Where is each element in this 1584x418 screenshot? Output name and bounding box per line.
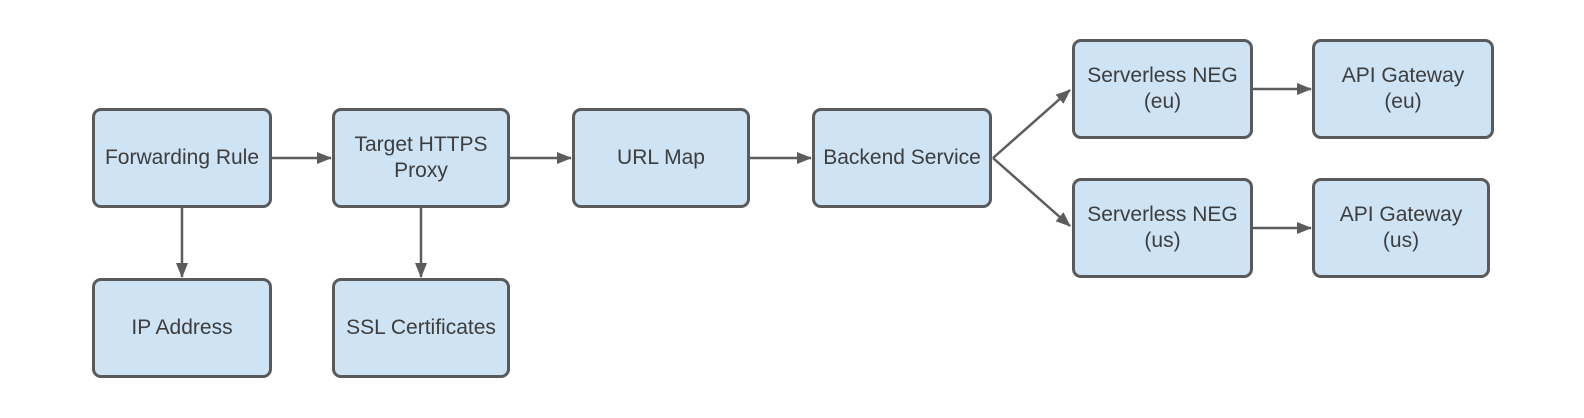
node-url-map-label: URL Map (617, 146, 705, 170)
node-target-https-proxy-label: Target HTTPS Proxy (354, 133, 488, 182)
edge-backend-service-to-serverless-neg-eu (992, 89, 1071, 159)
edge-backend-service-to-serverless-neg-us (992, 157, 1071, 227)
node-target-https-proxy: Target HTTPS Proxy (332, 108, 510, 208)
node-serverless-neg-us-label: Serverless NEG (us) (1087, 203, 1238, 252)
node-ip-address-label: IP Address (131, 316, 233, 340)
node-serverless-neg-us: Serverless NEG (us) (1072, 178, 1253, 278)
node-api-gateway-eu-label: API Gateway (eu) (1341, 64, 1465, 113)
node-serverless-neg-eu: Serverless NEG (eu) (1072, 39, 1253, 139)
node-api-gateway-us-label: API Gateway (us) (1339, 203, 1463, 252)
node-forwarding-rule-label: Forwarding Rule (104, 146, 260, 170)
node-api-gateway-eu: API Gateway (eu) (1312, 39, 1494, 139)
node-backend-service-label: Backend Service (823, 146, 981, 170)
node-ssl-certificates-label: SSL Certificates (346, 316, 496, 340)
node-ssl-certificates: SSL Certificates (332, 278, 510, 378)
node-backend-service: Backend Service (812, 108, 992, 208)
node-api-gateway-us: API Gateway (us) (1312, 178, 1490, 278)
node-url-map: URL Map (572, 108, 750, 208)
node-serverless-neg-eu-label: Serverless NEG (eu) (1087, 64, 1238, 113)
node-ip-address: IP Address (92, 278, 272, 378)
node-forwarding-rule: Forwarding Rule (92, 108, 272, 208)
